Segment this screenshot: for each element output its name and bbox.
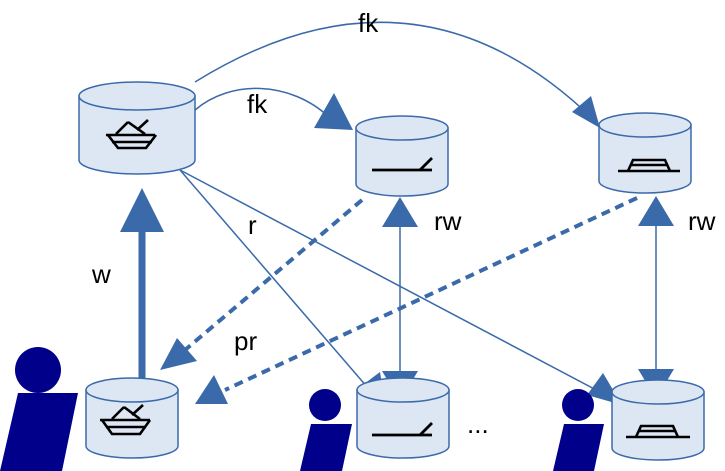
user-icon-right	[553, 389, 604, 471]
database-bottom-right	[611, 379, 705, 461]
fk-arrow-small-head	[314, 93, 353, 130]
label-rw-middle: rw	[434, 206, 462, 236]
fk-arrow-top	[194, 21, 593, 119]
trapezoid-icon	[626, 424, 690, 439]
rw-arrow-middle-up	[382, 197, 418, 227]
trapezoid-icon	[618, 158, 680, 173]
user-icon-middle	[300, 389, 352, 471]
database-bottom-left	[85, 377, 179, 459]
label-ellipsis: ...	[467, 409, 489, 439]
database-bottom-middle	[356, 377, 450, 459]
pr-arrow-right-head	[195, 375, 228, 404]
database-master	[78, 81, 196, 175]
pr-arrow-right	[224, 196, 638, 392]
rw-arrow-right-up	[638, 196, 674, 226]
database-top-right	[598, 112, 692, 194]
database-top-middle	[355, 115, 449, 197]
user-icon-large	[0, 347, 78, 471]
label-fk-small: fk	[247, 89, 268, 119]
label-r: r	[248, 210, 257, 240]
label-fk-top: fk	[358, 8, 379, 38]
boat-icon	[100, 404, 152, 436]
label-w: w	[91, 259, 111, 289]
pr-arrow-middle	[183, 198, 364, 352]
wedge-icon	[372, 422, 433, 437]
boat-icon	[106, 119, 158, 150]
w-arrow-head	[120, 188, 164, 232]
r-edge-middle	[179, 169, 369, 389]
r-edge-right	[179, 169, 601, 393]
fk-arrow-top-head	[572, 96, 600, 128]
fk-arrow-small	[194, 87, 331, 119]
label-rw-right: rw	[688, 206, 716, 236]
wedge-icon	[372, 157, 433, 172]
edges	[120, 21, 674, 408]
label-pr: pr	[234, 326, 257, 356]
pr-arrow-middle-head	[160, 338, 197, 370]
